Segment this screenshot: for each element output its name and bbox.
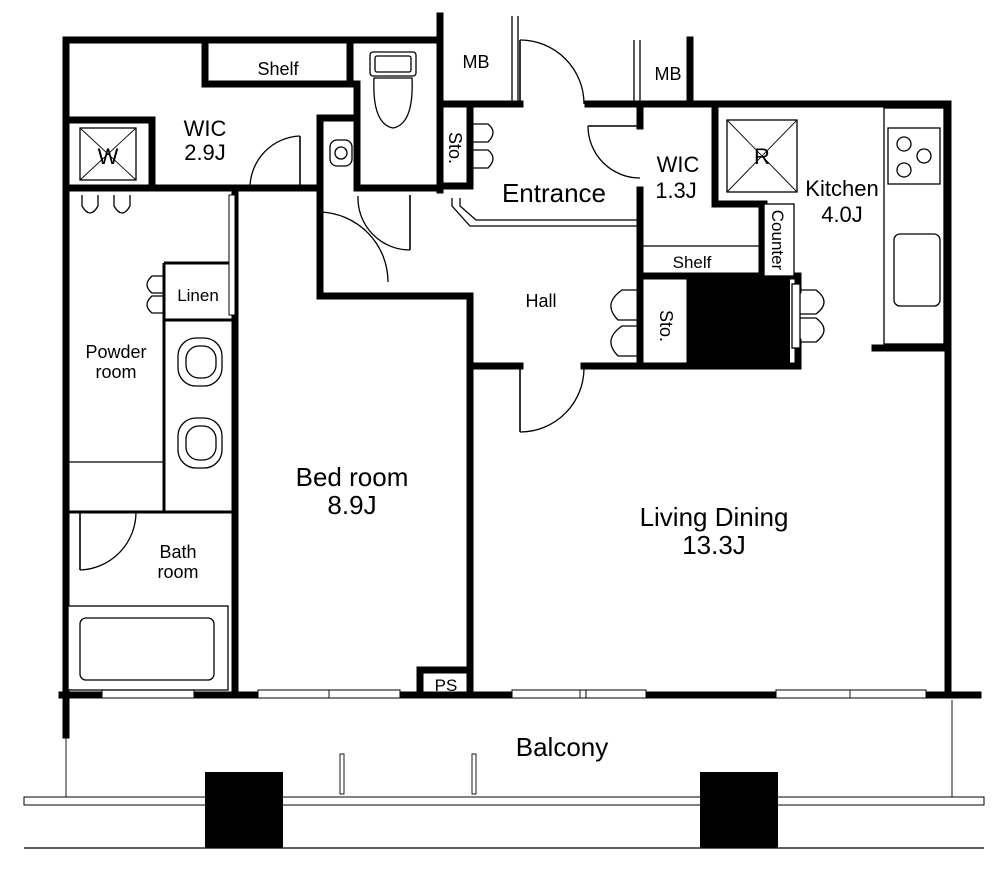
closet-doors [81,123,825,357]
label-shelf-wic2: Shelf [673,253,712,272]
balcony-railing [23,700,985,849]
label-wic-1-area: 2.9J [184,140,226,165]
label-mb-left: MB [463,52,490,72]
counter-box [763,203,795,277]
label-powder-line2: room [95,362,136,382]
label-wic-1-name: WIC [184,116,227,141]
label-counter: Counter [768,210,787,271]
hand-basin [329,139,353,167]
label-living-dining-area: 13.3J [682,530,746,560]
label-balcony: Balcony [516,732,609,762]
entrance-step [451,198,640,227]
vanity-sinks [177,337,223,469]
labels: Shelf WIC 2.9J W MB MB Sto. Entrance WIC… [85,52,878,762]
doors [79,39,641,571]
balcony-column-left [205,772,283,848]
label-kitchen-area: 4.0J [821,202,863,227]
label-living-dining-name: Living Dining [640,502,789,532]
label-shelf-top: Shelf [257,59,299,79]
label-powder-line1: Powder [85,342,146,362]
label-storage-entrance: Sto. [445,132,465,164]
interior-walls [62,16,802,699]
label-refrigerator: R [754,144,770,169]
refrigerator-box [726,119,798,193]
label-kitchen-name: Kitchen [805,176,878,201]
kitchen-counter [883,107,945,345]
label-wic-2-area: 1.3J [655,178,697,203]
label-bed-room-name: Bed room [296,462,409,492]
label-linen: Linen [177,286,219,305]
bathtub [67,605,229,691]
label-hall: Hall [525,291,556,311]
label-washer: W [98,144,119,169]
label-bath-line1: Bath [159,542,196,562]
balcony-column-right [700,772,778,848]
label-ps: PS [435,676,458,695]
label-bath-line2: room [157,562,198,582]
pipe-shaft-block [690,276,790,366]
label-mb-right: MB [655,64,682,84]
label-storage-hall: Sto. [656,310,676,342]
label-wic-2-name: WIC [657,152,700,177]
label-entrance: Entrance [502,178,606,208]
toilet-fixture [369,51,417,129]
label-bed-room-area: 8.9J [327,490,376,520]
windows [101,194,927,699]
washer-box [79,127,137,181]
